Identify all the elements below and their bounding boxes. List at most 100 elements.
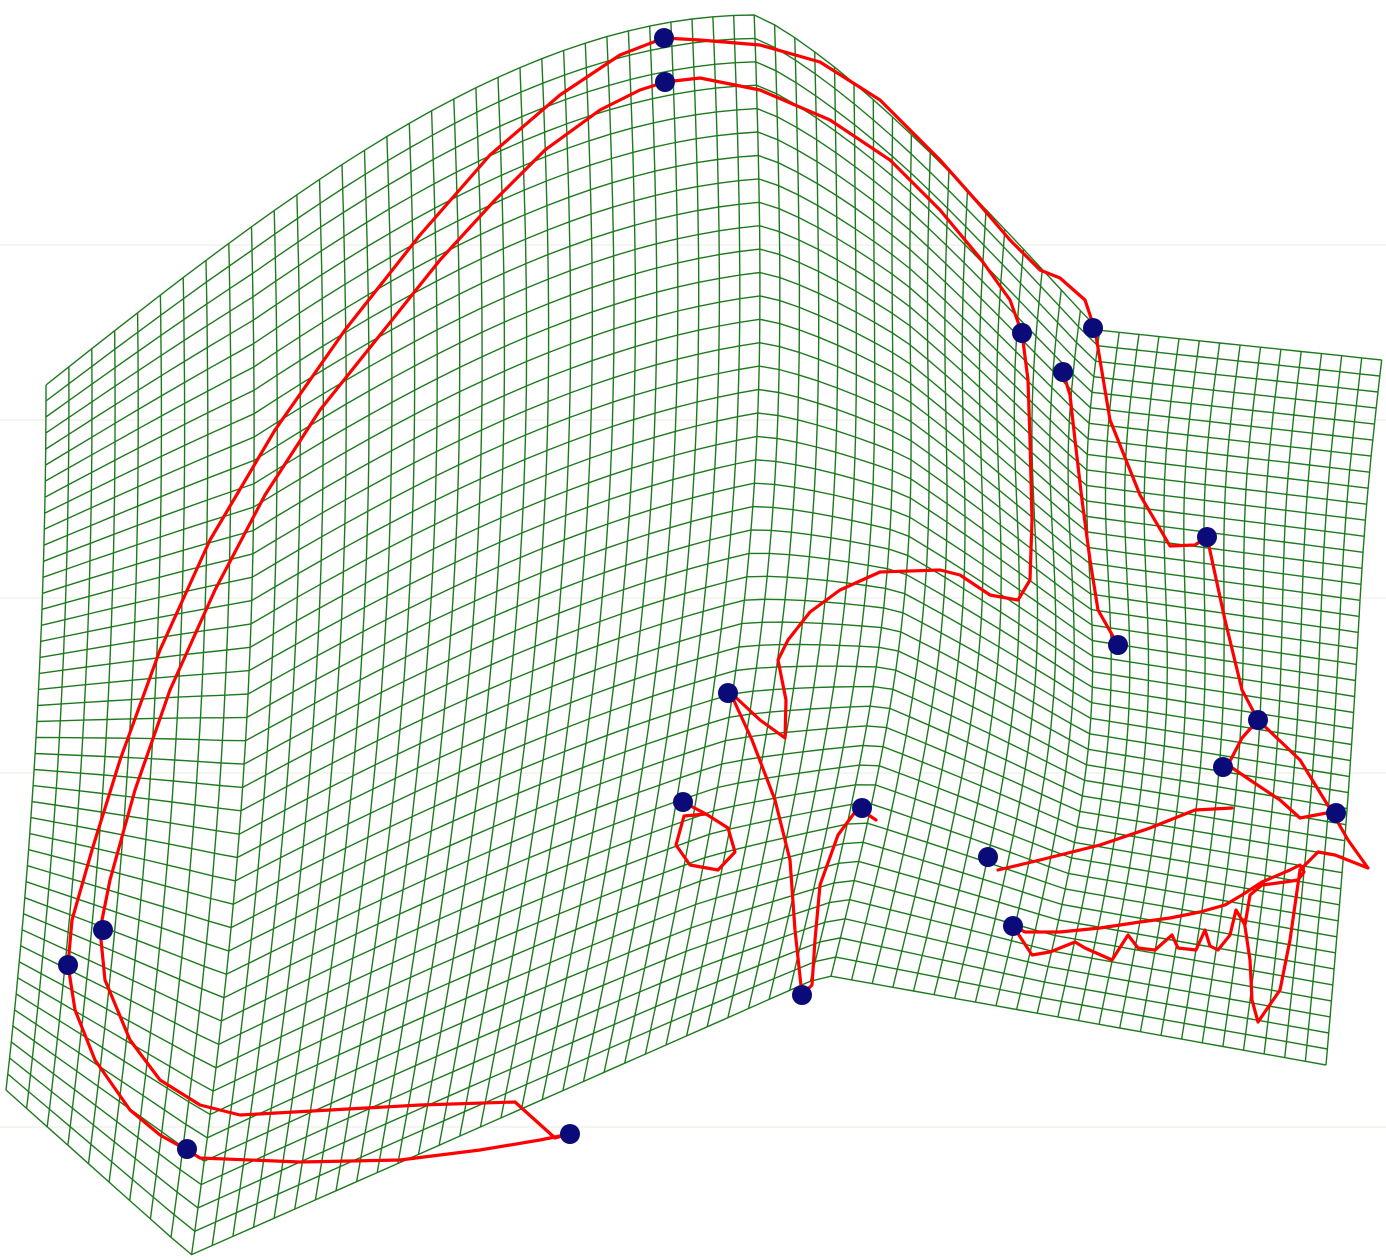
landmark-dot [1197,527,1217,547]
grid-row-line [40,388,1360,643]
landmark-dot [560,1124,580,1144]
grid-column-line [211,210,278,1246]
grid-column-line [438,67,528,1146]
grid-column-line [624,16,721,1064]
grid-column-line [1139,340,1200,1032]
landmark-dot [1012,323,1032,343]
grid-column-line [768,83,857,1000]
tooth-row [1011,863,1306,962]
grid-column-line [479,50,572,1128]
landmark-dot [718,683,738,703]
grid-column-line [67,330,116,1146]
grid-column-line [1325,359,1383,1066]
grid-column-line [232,194,301,1237]
grid-row-line [7,956,1328,1233]
grid-column-line [355,110,438,1182]
palatal-line [996,806,1234,872]
landmark-dot [58,955,78,975]
grid-row-line [44,201,1369,514]
grid-column-line [809,116,894,982]
grid-column-line [190,226,255,1255]
grid-column-line [1119,338,1180,1029]
landmark-dot [852,798,872,818]
landmark-dot [673,792,693,812]
nasal-line [1061,370,1120,647]
grid-column-line [376,98,461,1173]
grid-column-line [1304,357,1363,1062]
grid-column-line [727,51,820,1018]
landmark-dot [792,985,812,1005]
grid-column-line [974,269,1043,1003]
landmark-dot [1213,757,1233,777]
grid-column-line [314,136,393,1201]
grid-column-line [706,37,801,1027]
grid-column-line [500,43,593,1119]
grid-row-line [45,37,1380,402]
landmarks [58,28,1346,1159]
grid-row-line [10,918,1331,1186]
landmark-dot [1053,362,1073,382]
grid-row-line [5,975,1327,1256]
grid-column-line [912,209,987,992]
grid-column-line [1180,345,1241,1040]
grid-row-line [30,643,1349,859]
landmark-dot [1326,803,1346,823]
grid-column-line [1242,351,1302,1051]
landmark-dot [177,1139,197,1159]
grid-column-line [129,277,186,1201]
landmark-dot [1003,916,1023,936]
posterior-outer-outline [66,36,666,1164]
grid-column-line [46,348,93,1127]
grid-column-line [747,67,839,1009]
grid-column-line [459,58,550,1137]
grid-column-line [665,14,761,1046]
landmark-dot [978,847,998,867]
grid-column-line [5,385,47,1091]
grid-row-line [44,154,1372,482]
auditory-loop [674,800,737,872]
landmark-dot [1083,318,1103,338]
grid-column-line [582,22,679,1082]
grid-row-line [45,84,1377,434]
landmark-dot [93,920,113,940]
grid-column-line [1222,349,1282,1047]
grid-row-line [43,248,1366,546]
warped-grid [5,14,1383,1256]
grid-column-line [417,77,506,1155]
grid-column-line [933,229,1006,995]
grid-column-line [1201,347,1262,1043]
grid-row-line [9,937,1329,1209]
grid-column-line [520,36,615,1109]
grid-row-line [45,131,1373,466]
frontal-inner-curve [663,76,1034,740]
grid-column-line [335,123,416,1191]
grid-column-line [294,150,370,1210]
grid-column-line [252,179,324,1228]
grid-column-line [1036,330,1101,1014]
grid-column-line [1057,332,1120,1018]
grid-column-line [562,26,658,1091]
grid-column-line [25,366,70,1109]
grid-column-line [273,164,347,1219]
landmark-dot [655,72,675,92]
grid-column-line [954,249,1025,999]
grid-column-line [1284,355,1343,1058]
grid-column-line [397,87,483,1164]
grid-row-line [45,61,1379,418]
grid-row-line [24,744,1343,976]
grid-column-line [1015,310,1082,1010]
grid-column-line [995,289,1062,1006]
grid-row-line [29,665,1348,882]
grid-column-line [541,30,637,1100]
grid-column-line [149,260,209,1219]
landmark-dot [1248,710,1268,730]
landmark-dot [1108,635,1128,655]
grid-row-line [35,552,1353,765]
grid-column-line [871,171,950,984]
grid-column-line [1263,353,1323,1054]
grid-column-line [603,18,700,1073]
grid-column-line [892,190,969,988]
grid-column-line [1077,334,1140,1021]
grid-column-line [789,99,876,991]
